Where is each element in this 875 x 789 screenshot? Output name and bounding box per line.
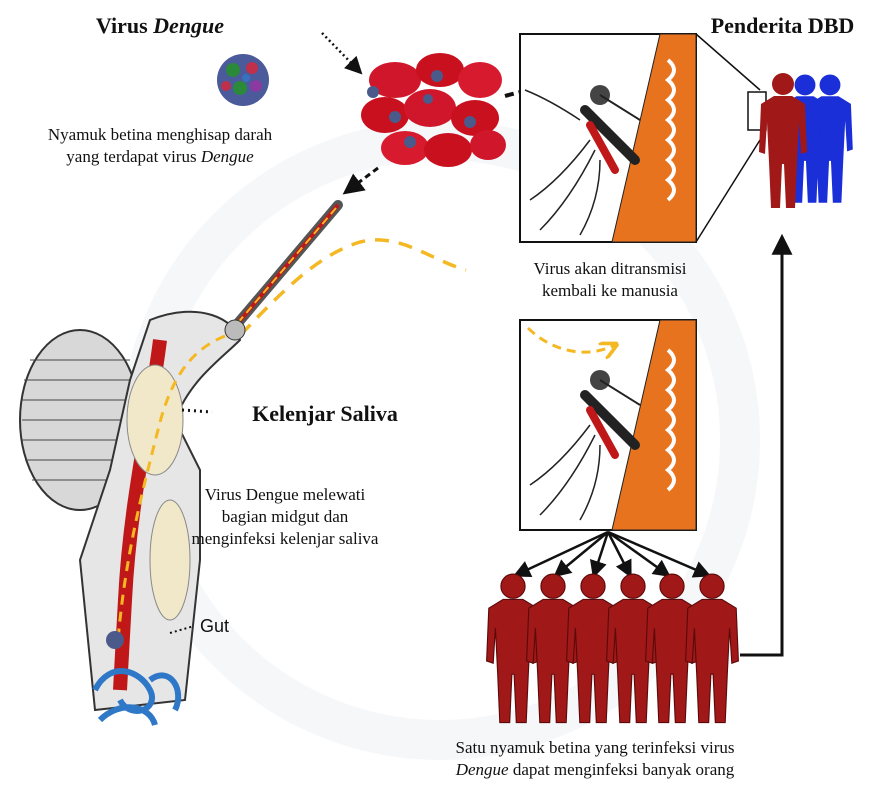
caption-suck-blood: Nyamuk betina menghisap darah yang terda…: [0, 124, 320, 168]
human-silhouette-icon: [759, 73, 853, 208]
patient-title: Penderita DBD: [690, 12, 875, 41]
gut-label: Gut: [200, 616, 229, 637]
virus-path-dashed: [190, 240, 466, 386]
mosquito-feeding-panel-top: [520, 34, 696, 242]
saliva-pointer: [182, 410, 212, 412]
infection-fan-arrows: [516, 532, 708, 575]
mosquito-proboscis: [230, 205, 338, 332]
mosquito-feeding-panel-middle: [520, 320, 696, 530]
red-blood-cells-icon: [361, 53, 506, 167]
virus-title: Virus Dengue: [60, 12, 260, 41]
caption-retransmit: Virus akan ditransmisi kembali ke manusi…: [480, 258, 740, 302]
saliva-title: Kelenjar Saliva: [220, 400, 430, 429]
return-arrow: [740, 238, 782, 655]
virus-particle-icon: [217, 54, 269, 106]
dotted-arrow: [322, 33, 360, 72]
infected-crowd: [487, 574, 739, 723]
zoom-lines: [696, 34, 760, 242]
caption-midgut: Virus Dengue melewati bagian midgut dan …: [170, 484, 400, 550]
caption-bottom: Satu nyamuk betina yang terinfeksi virus…: [405, 737, 785, 781]
dashed-arrow-to-proboscis: [346, 168, 378, 192]
